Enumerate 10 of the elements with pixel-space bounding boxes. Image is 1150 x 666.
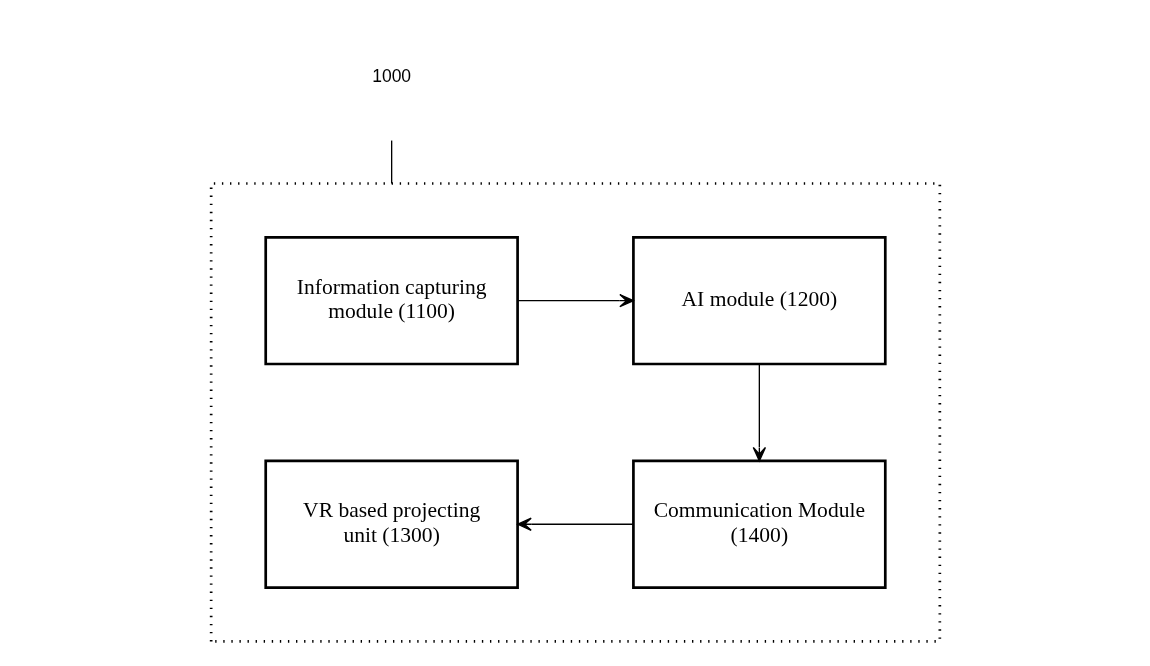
arrow xyxy=(516,517,634,531)
node-box: Communication Module (1400) xyxy=(631,459,887,589)
arrow xyxy=(516,293,634,308)
node-text: 1000 xyxy=(371,65,411,86)
node-box: AI module (1200) xyxy=(631,236,887,366)
node-box: VR based projecting unit (1300) xyxy=(263,459,519,589)
arrow xyxy=(752,363,766,462)
node-box: Information capturing module (1100) xyxy=(263,236,519,366)
cluster xyxy=(209,182,941,643)
connector xyxy=(390,139,392,185)
